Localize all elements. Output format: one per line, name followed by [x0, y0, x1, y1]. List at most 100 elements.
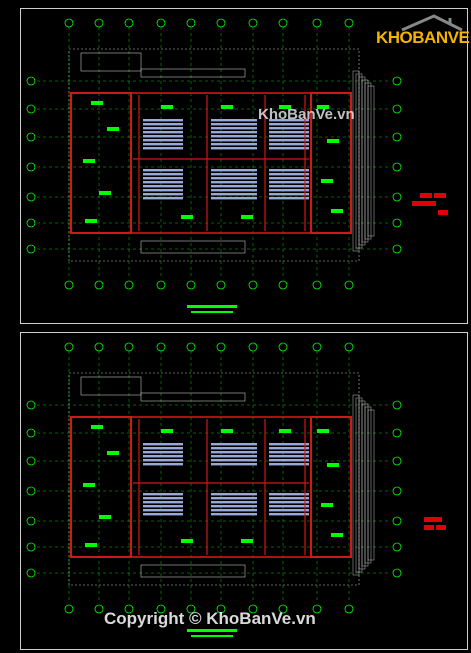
drawing-sheet-2[interactable]: [20, 332, 468, 650]
seat-row: [143, 505, 183, 508]
seat-row: [211, 181, 257, 184]
grid-bubble: [248, 280, 258, 290]
seat-row: [269, 119, 309, 122]
label-tag: [321, 503, 333, 507]
grid-bubble: [312, 280, 322, 290]
drawing-title-bar: [187, 629, 237, 632]
grid-bubble: [156, 342, 166, 352]
seat-row: [211, 123, 257, 126]
seat-row: [269, 459, 309, 462]
seat-row: [143, 455, 183, 458]
grid-bubble: [64, 280, 74, 290]
seat-row: [269, 143, 309, 146]
title-block-1b: [434, 193, 446, 198]
seat-row: [143, 135, 183, 138]
grid-bubble: [278, 604, 288, 614]
label-tag: [99, 515, 111, 519]
seat-row: [211, 451, 257, 454]
seat-row: [269, 497, 309, 500]
grid-bubble: [26, 542, 36, 552]
stair-step: [367, 409, 375, 561]
seat-row: [269, 447, 309, 450]
seat-row: [269, 509, 309, 512]
grid-bubble: [392, 132, 402, 142]
entry-block: [80, 52, 142, 72]
drawing-title-bar: [187, 305, 237, 308]
grid-bubble: [248, 604, 258, 614]
right-wing-walls: [310, 92, 352, 234]
grid-bubble: [26, 428, 36, 438]
grid-bubble: [26, 192, 36, 202]
seat-row: [211, 459, 257, 462]
label-tag: [85, 219, 97, 223]
grid-bubble: [124, 604, 134, 614]
seat-row: [269, 189, 309, 192]
label-tag: [241, 215, 253, 219]
seat-row: [211, 131, 257, 134]
label-tag: [221, 429, 233, 433]
grid-bubble: [216, 280, 226, 290]
grid-bubble: [344, 342, 354, 352]
seat-row: [211, 169, 257, 172]
seat-row: [211, 513, 257, 516]
grid-bubble: [392, 162, 402, 172]
seat-row: [143, 147, 183, 150]
label-tag: [327, 463, 339, 467]
grid-bubble: [278, 18, 288, 28]
grid-bubble: [156, 604, 166, 614]
seat-row: [269, 197, 309, 200]
grid-bubble: [26, 568, 36, 578]
title-block-1: [420, 193, 432, 198]
seat-row: [143, 513, 183, 516]
grid-bubble: [26, 104, 36, 114]
label-tag: [321, 179, 333, 183]
grid-bubble: [216, 342, 226, 352]
seat-row: [269, 513, 309, 516]
seat-row: [269, 173, 309, 176]
seat-row: [269, 139, 309, 142]
seat-row: [211, 197, 257, 200]
seat-row: [211, 443, 257, 446]
seat-row: [269, 185, 309, 188]
grid-bubble: [392, 428, 402, 438]
seat-row: [143, 177, 183, 180]
grid-bubble: [344, 280, 354, 290]
seat-row: [269, 463, 309, 466]
seat-row: [143, 447, 183, 450]
label-tag: [161, 105, 173, 109]
grid-bubble: [26, 516, 36, 526]
seat-row: [211, 177, 257, 180]
seat-row: [211, 497, 257, 500]
watermark-copyright: Copyright © KhoBanVe.vn: [104, 609, 316, 628]
seat-row: [269, 131, 309, 134]
label-tag: [279, 105, 291, 109]
stair-step: [364, 82, 372, 240]
label-tag: [91, 425, 103, 429]
seat-row: [211, 119, 257, 122]
seat-row: [269, 181, 309, 184]
seat-row: [211, 173, 257, 176]
seat-row: [269, 443, 309, 446]
grid-bubble: [94, 342, 104, 352]
title-block-1c: [412, 201, 436, 206]
seat-row: [269, 501, 309, 504]
canopy-top: [140, 392, 246, 402]
seat-row: [143, 501, 183, 504]
grid-bubble: [278, 280, 288, 290]
grid-bubble: [186, 604, 196, 614]
canopy-bottom: [140, 240, 246, 254]
left-wing-walls: [70, 416, 132, 558]
watermark-site-name: KhoBanVe.vn: [258, 106, 355, 123]
grid-bubble: [392, 400, 402, 410]
grid-bubble: [26, 218, 36, 228]
drawing-scale-bar: [191, 635, 233, 637]
title-block-2c: [436, 525, 446, 530]
entry-block: [80, 376, 142, 396]
seat-row: [143, 189, 183, 192]
seat-row: [143, 185, 183, 188]
stair-step: [364, 406, 372, 564]
seat-row: [143, 451, 183, 454]
drawing-sheet-1[interactable]: [20, 8, 468, 324]
seat-row: [269, 123, 309, 126]
stair-step: [367, 85, 375, 237]
